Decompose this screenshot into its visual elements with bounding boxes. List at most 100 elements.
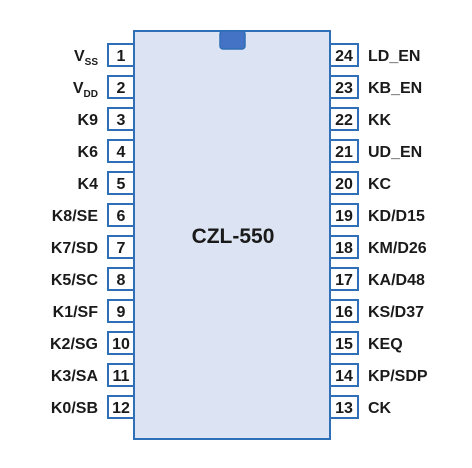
- pin-number: 16: [335, 304, 353, 321]
- pin-label-subscript: SS: [85, 57, 99, 68]
- pin-box: [329, 299, 359, 323]
- pin-label: KK: [368, 112, 392, 129]
- pin-box: [107, 235, 135, 259]
- pin-number: 21: [335, 144, 353, 161]
- right-pin: 14 KP/SDP: [329, 363, 428, 387]
- orientation-notch: [219, 30, 246, 50]
- pin-label: K7/SD: [51, 240, 98, 257]
- pin-box: [329, 267, 359, 291]
- pin-number: 24: [335, 48, 353, 65]
- right-pin: 17 KA/D48: [329, 267, 425, 291]
- pin-label: K6: [78, 144, 99, 161]
- pin-box: [107, 107, 135, 131]
- pin-number: 7: [117, 240, 126, 257]
- pin-number: 1: [117, 48, 126, 65]
- pin-number: 13: [335, 400, 353, 417]
- pin-box: [329, 75, 359, 99]
- pin-label: UD_EN: [368, 144, 422, 161]
- pin-label: KEQ: [368, 336, 403, 353]
- pin-box: [329, 203, 359, 227]
- pin-label-main: K8/SE: [52, 208, 99, 225]
- right-pin: 22 KK: [329, 107, 392, 131]
- right-pin: 13 CK: [329, 395, 392, 419]
- pin-box: [329, 235, 359, 259]
- right-pin: 23 KB_EN: [329, 75, 422, 99]
- pin-label: KM/D26: [368, 240, 427, 257]
- pin-label-main: K3/SA: [51, 368, 99, 385]
- pin-label: KB_EN: [368, 80, 422, 97]
- pin-box: [329, 363, 359, 387]
- pin-label: KS/D37: [368, 304, 424, 321]
- pin-number: 9: [117, 304, 126, 321]
- pin-box: [107, 331, 135, 355]
- pin-box: [107, 43, 135, 67]
- pin-label: LD_EN: [368, 48, 420, 65]
- right-pin: 24 LD_EN: [329, 43, 420, 67]
- pin-box: [329, 395, 359, 419]
- pin-label: K0/SB: [51, 400, 98, 417]
- pin-label: K8/SE: [52, 208, 99, 225]
- pin-number: 3: [117, 112, 126, 129]
- left-pin: 2 VDD: [73, 75, 135, 100]
- pin-box: [107, 203, 135, 227]
- left-pin: 3 K9: [78, 107, 135, 131]
- left-pin: 5 K4: [78, 171, 135, 195]
- pin-label: KC: [368, 176, 392, 193]
- pin-label: K1/SF: [53, 304, 99, 321]
- chip-title: CZL-550: [192, 225, 275, 248]
- pin-box: [107, 395, 135, 419]
- pin-number: 22: [335, 112, 353, 129]
- pin-box: [107, 299, 135, 323]
- pin-box: [107, 363, 135, 387]
- pin-number: 2: [117, 80, 126, 97]
- pin-number: 23: [335, 80, 353, 97]
- pin-number: 14: [335, 368, 353, 385]
- pin-box: [107, 267, 135, 291]
- pin-box: [329, 107, 359, 131]
- pin-number: 19: [335, 208, 353, 225]
- left-pin: 9 K1/SF: [53, 299, 135, 323]
- pin-label: VSS: [74, 48, 98, 68]
- right-pin: 18 KM/D26: [329, 235, 427, 259]
- pin-number: 10: [112, 336, 130, 353]
- pin-label-main: V: [74, 48, 85, 65]
- chip-body: [133, 30, 331, 440]
- pin-label: CK: [368, 400, 392, 417]
- pin-number: 6: [117, 208, 126, 225]
- pin-number: 15: [335, 336, 353, 353]
- pin-label-main: K7/SD: [51, 240, 98, 257]
- right-pin: 19 KD/D15: [329, 203, 425, 227]
- left-pin-column: 1VSS2VDD3K94K65K46K8/SE7K7/SD8K5/SC9K1/S…: [50, 43, 135, 419]
- left-pin: 8K5/SC: [51, 267, 135, 291]
- pin-number: 4: [117, 144, 126, 161]
- pin-number: 18: [335, 240, 353, 257]
- pin-label: KA/D48: [368, 272, 425, 289]
- left-pin: 10 K2/SG: [50, 331, 135, 355]
- pin-box: [107, 75, 135, 99]
- pin-number: 11: [113, 368, 130, 385]
- pin-label-main: K5/SC: [51, 272, 99, 289]
- pin-label: K9: [78, 112, 99, 129]
- pin-label: KD/D15: [368, 208, 425, 225]
- pin-label-main: K4: [78, 176, 99, 193]
- right-pin: 15 KEQ: [329, 331, 403, 355]
- pin-label: K3/SA: [51, 368, 99, 385]
- pin-label: K2/SG: [50, 336, 98, 353]
- pin-number: 5: [117, 176, 126, 193]
- pin-label: KP/SDP: [368, 368, 428, 385]
- pin-label-main: K0/SB: [51, 400, 98, 417]
- pin-label-subscript: DD: [84, 89, 98, 100]
- left-pin: 7 K7/SD: [51, 235, 135, 259]
- pin-number: 17: [335, 272, 353, 289]
- left-pin: 11 K3/SA: [51, 363, 135, 387]
- pin-label-main: K2/SG: [50, 336, 98, 353]
- pin-box: [329, 171, 359, 195]
- pin-box: [107, 139, 135, 163]
- pin-label-main: V: [73, 80, 84, 97]
- pin-label: K5/SC: [51, 272, 99, 289]
- pin-label-main: K1/SF: [53, 304, 99, 321]
- pin-box: [329, 43, 359, 67]
